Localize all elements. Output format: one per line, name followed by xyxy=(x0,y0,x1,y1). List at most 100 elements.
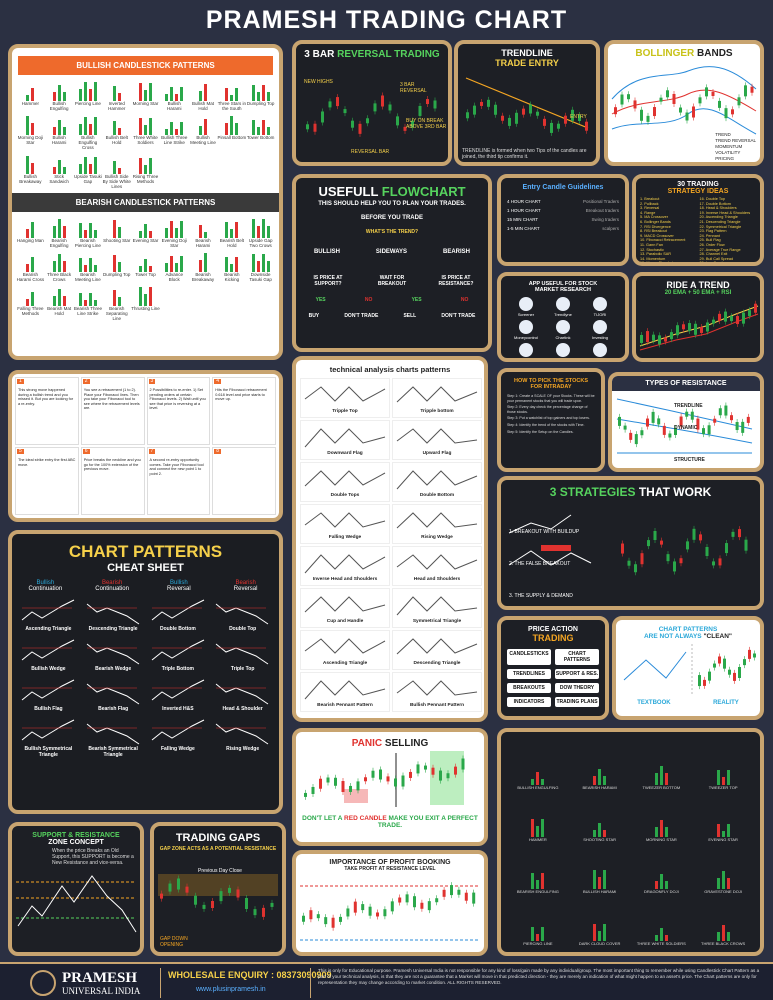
pattern-grid-label: BULLISH HARAMI xyxy=(582,889,617,894)
idea-item: 14. Momentum xyxy=(640,256,666,261)
pattern-label: Thrusting Line xyxy=(131,306,160,311)
candle xyxy=(454,766,457,775)
pattern-label: Bullish Meeting Line xyxy=(190,135,216,145)
app-item: Investing xyxy=(583,320,617,340)
tacp-mini-chart xyxy=(304,554,386,574)
tacp-label: Double Bottom xyxy=(419,493,455,498)
candle xyxy=(515,112,518,124)
support-resistance-card: SUPPORT & RESISTANCE ZONE CONCEPT When t… xyxy=(8,822,144,956)
brand-name: PRAMESH xyxy=(62,970,137,986)
candle xyxy=(457,889,461,895)
candle xyxy=(349,785,352,792)
idea-item: 1. Breakout xyxy=(640,197,660,201)
pattern-label: Pinsall Bottom xyxy=(217,135,247,140)
pattern-grid-cell: BEARISH HARAMI xyxy=(569,738,631,790)
pattern-grid-cell: SHOOTING STAR xyxy=(569,790,631,842)
bearish-heading: BEARISH CANDLESTICK PATTERNS xyxy=(12,193,279,212)
pattern-grid-label: TWEEZER BOTTOM xyxy=(642,785,681,790)
tacp-item: Rising Wedge xyxy=(392,504,482,544)
candle xyxy=(508,117,511,126)
candle xyxy=(748,310,751,317)
pattern-cell: Upside Tasuki Gap xyxy=(74,152,103,189)
website-link[interactable]: www.plusinpramesh.in xyxy=(196,986,266,993)
candle xyxy=(696,418,700,430)
pattern-cell: Morning Star xyxy=(131,79,160,111)
cheat-label: Double Top xyxy=(229,626,257,632)
strategies-chart xyxy=(508,514,748,576)
trendline-chart xyxy=(465,77,589,136)
candle xyxy=(753,653,756,658)
cheat-mini-chart xyxy=(215,643,269,665)
profit-chart xyxy=(300,882,480,941)
candle xyxy=(311,786,315,794)
pattern-cell: Upside Gap Two Crows xyxy=(246,216,275,248)
pattern-cell: Evening Star xyxy=(131,216,160,248)
app-icon xyxy=(519,297,533,311)
idea-item: 6. Bollinger Bands xyxy=(640,219,671,224)
candle xyxy=(672,93,676,104)
candle xyxy=(662,425,666,435)
candle xyxy=(501,115,504,121)
candle xyxy=(334,777,337,786)
cheat-label: Rising Wedge xyxy=(226,746,260,752)
cheat-label: Head & Shoulder xyxy=(222,706,263,712)
pattern-label: Three Stars in the South xyxy=(217,101,246,111)
candle xyxy=(450,885,453,896)
candle xyxy=(724,405,728,416)
candle xyxy=(368,906,372,916)
tacp-item: Symmetrical Triangle xyxy=(392,588,482,628)
candle xyxy=(160,893,163,899)
res-label-trendline: TRENDLINE xyxy=(674,403,703,409)
step-text: A second re-entry opportunity comes. Tak… xyxy=(149,458,204,476)
tacp-item: Bullish Pennant Pattern xyxy=(392,672,482,712)
pattern-cell: Advance Block xyxy=(160,250,189,282)
flowchart-trend: WHAT'S THE TREND? xyxy=(365,229,419,235)
app-icon xyxy=(556,320,570,334)
candle xyxy=(168,883,172,892)
candle xyxy=(712,319,715,324)
candle xyxy=(341,781,345,793)
tacp-label: Bearish Pennant Pattern xyxy=(317,703,373,708)
candle xyxy=(464,892,468,901)
cheat-cell: Double Bottom xyxy=(146,596,211,632)
cheat-mini-chart xyxy=(86,643,140,665)
cheat-label: Falling Wedge xyxy=(160,746,195,752)
candle xyxy=(640,553,644,565)
profit-booking-card: IMPORTANCE OF PROFIT BOOKING TAKE PROFIT… xyxy=(292,850,488,956)
candle xyxy=(416,764,420,774)
candle xyxy=(651,411,655,423)
strategy-item: 3. THE SUPPLY & DEMAND xyxy=(509,593,573,599)
tacp-mini-chart xyxy=(396,596,478,616)
cheat-col-kind: Reversal xyxy=(233,586,258,592)
step-number: 5 xyxy=(17,448,24,454)
pattern-cell: Bullish Harami xyxy=(45,113,74,150)
cheat-cell: Bearish Wedge xyxy=(81,636,146,672)
entry-timeframe: 4 HOUR CHART xyxy=(507,199,541,204)
tacp-item: Ascending Triangle xyxy=(300,630,390,670)
idea-item: 3. Reversal xyxy=(640,206,660,211)
candle xyxy=(692,528,696,540)
tacp-mini-chart xyxy=(304,470,386,487)
cheat-cell: Rising Wedge xyxy=(210,716,275,758)
cheat-mini-chart xyxy=(21,639,75,661)
pattern-cell: Bearish Belt Hold xyxy=(217,216,246,248)
idea-item: 16. Double Top xyxy=(699,197,725,201)
candle xyxy=(670,332,673,340)
bollinger-title: BOLLINGER BANDS xyxy=(635,48,733,59)
bollinger-list-item: TREND xyxy=(715,132,731,137)
candle xyxy=(413,896,416,908)
strategy-item: 2. THE FALSE BREAKOUT xyxy=(509,561,571,567)
pattern-label: Bullish Breakaway xyxy=(19,174,42,184)
pattern-label: Bullish Three Line Strike xyxy=(161,135,188,145)
pattern-label: Bullish Mat Hold xyxy=(192,101,215,111)
step-text: 2 Possibilities to re-enter. 1) Set pend… xyxy=(149,388,206,411)
cheat-mini-chart xyxy=(86,723,140,745)
